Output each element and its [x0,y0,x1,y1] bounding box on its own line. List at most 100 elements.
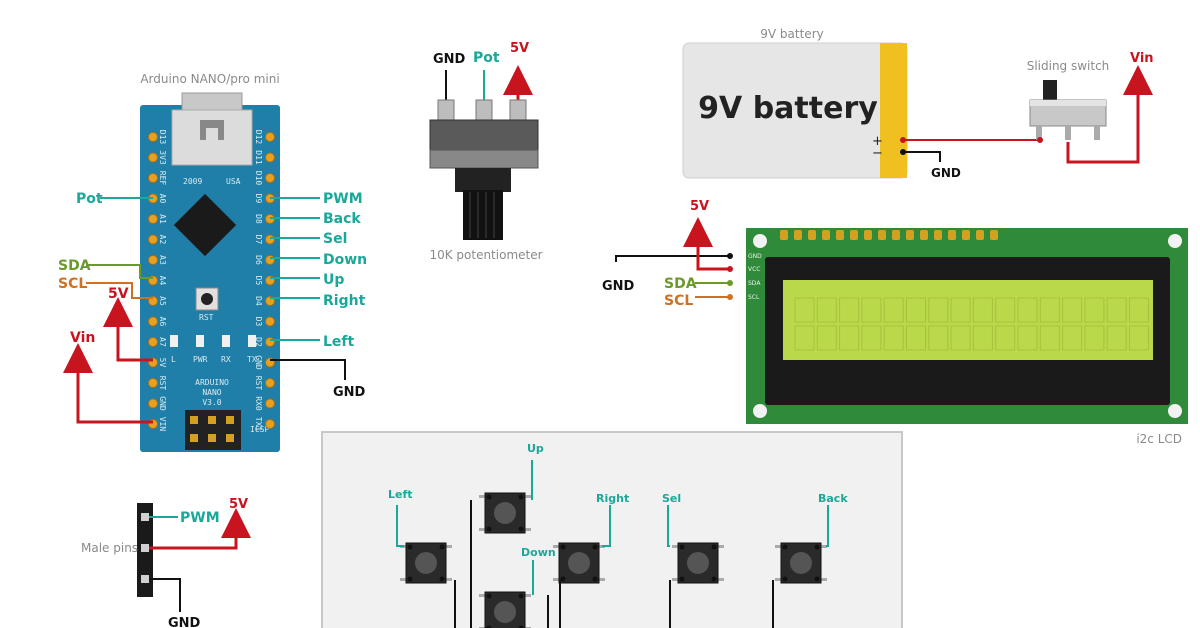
button-left[interactable] [400,542,452,584]
nano-left-pin-label: 5V [158,358,167,368]
lcd-cell [972,297,993,323]
lcd-top-pin [906,230,914,240]
nano-right-pin-label: RX0 [254,396,263,411]
button-right-label: Right [596,492,629,505]
lcd-top-pin [864,230,872,240]
lcd-character-cells [794,297,1149,351]
pot-5v-label: 5V [510,41,529,56]
nano-board-text-2: NANO [202,388,221,397]
button-back[interactable] [775,542,827,584]
button-up[interactable] [479,492,531,534]
usb-port-icon [200,120,224,140]
lcd-cell [839,297,860,323]
lcd-screen [783,280,1153,360]
lcd-cell [883,297,904,323]
pot-bushing [455,168,511,192]
nano-down-label: Down [323,252,367,268]
lcd-pin-vcc: VCC [748,266,760,273]
nano-left-pin [148,173,158,183]
buttons-panel: Left Up Right Down Sel Back [321,431,903,628]
lcd-top-pin [892,230,900,240]
nano-right-pin-label: GND [254,355,263,370]
nano-top-label-1: 2009 [183,177,202,186]
lcd-caption: i2c LCD [1136,432,1182,446]
icsp-pins [190,416,234,442]
battery-caption: 9V battery [760,27,823,41]
battery-plus: + [872,134,883,149]
nano-right-label: Right [323,293,366,309]
lcd-cell [928,325,949,351]
lcd-cell [928,297,949,323]
led-l [170,335,178,347]
nano-pin-headers: D133V3REFA0A1A2A3A4A5A6A75VRSTGNDVIND12D… [148,130,275,431]
pot-pot-label: Pot [473,50,500,66]
nano-board-text-3: V3.0 [202,398,221,407]
nano-left-pin [148,214,158,224]
lcd-5v-label: 5V [690,199,709,214]
nano-right-pin-label: D2 [254,337,263,347]
nano-scl-label: SCL [58,276,87,292]
button-board [321,431,903,628]
nano-left-pin-label: REF [158,171,167,186]
nano-left-pin-label: A2 [158,235,167,245]
nano-left-pin-label: GND [158,396,167,411]
nano-left-pin [148,152,158,163]
lcd-cell [950,297,971,323]
nano-right-pin [265,316,275,327]
lcd-cell [1039,325,1060,351]
switch-vin-label: Vin [1130,51,1154,66]
button-cap [790,552,812,574]
nano-left-pin-label: A7 [158,337,167,347]
nano-left-pin-label: A6 [158,317,167,327]
lcd-top-pin [878,230,886,240]
nano-left-pin [148,337,158,347]
lcd-cell [1129,297,1149,323]
nano-right-pin [265,132,275,142]
nano-right-pin [265,234,275,245]
lcd-cell [906,325,926,351]
lcd-cell [995,325,1016,351]
nano-sel-label: Sel [323,231,347,247]
lcd-5v-wire [683,217,730,271]
nano-right-pin-label: RST [254,376,263,391]
nano-5v-wire [103,297,153,362]
nano-left-pin-label: A0 [158,194,167,204]
button-cap [687,552,709,574]
led-label-l: L [171,355,176,364]
button-up-label: Up [527,442,544,455]
nano-right-pin [265,173,275,183]
nano-right-pin [265,152,275,163]
nano-right-pin-label: D3 [254,317,263,327]
button-cap [568,552,590,574]
lcd-cell [861,297,882,323]
reset-button-cap [201,293,213,305]
nano-left-pin-label: A5 [158,296,167,306]
lcd-pin-sda: SDA [748,280,761,287]
button-down[interactable] [479,591,531,628]
lcd-cell [972,325,993,351]
nano-back-label: Back [323,211,361,227]
led-label-rx: RX [221,355,231,364]
nano-vin-wire [63,343,153,424]
button-sel[interactable] [672,542,724,584]
button-right[interactable] [553,542,605,584]
lcd-top-pin [794,230,802,240]
pot-knob [463,190,503,240]
led-tx [248,335,256,347]
nano-left-pin-label: A3 [158,255,167,265]
led-rx [222,335,230,347]
nano-left-pin-label: A1 [158,214,167,224]
battery-minus: − [872,146,883,161]
lcd-top-pin [920,230,928,240]
i2c-lcd: GND VCC SDA SCL 5V GND SDA SCL i2c LCD [602,199,1188,446]
lcd-scl-label: SCL [664,293,693,309]
pot-body [429,119,539,151]
lcd-cell [1017,325,1038,351]
battery-body-text: 9V battery [698,91,878,126]
nano-right-pin-label: D7 [254,235,263,245]
nano-rst-label: RST [199,313,214,322]
nano-sda-label: SDA [58,258,91,274]
lcd-top-pin [962,230,970,240]
nano-right-pin-label: D8 [254,214,263,224]
lcd-top-pin [780,230,788,240]
